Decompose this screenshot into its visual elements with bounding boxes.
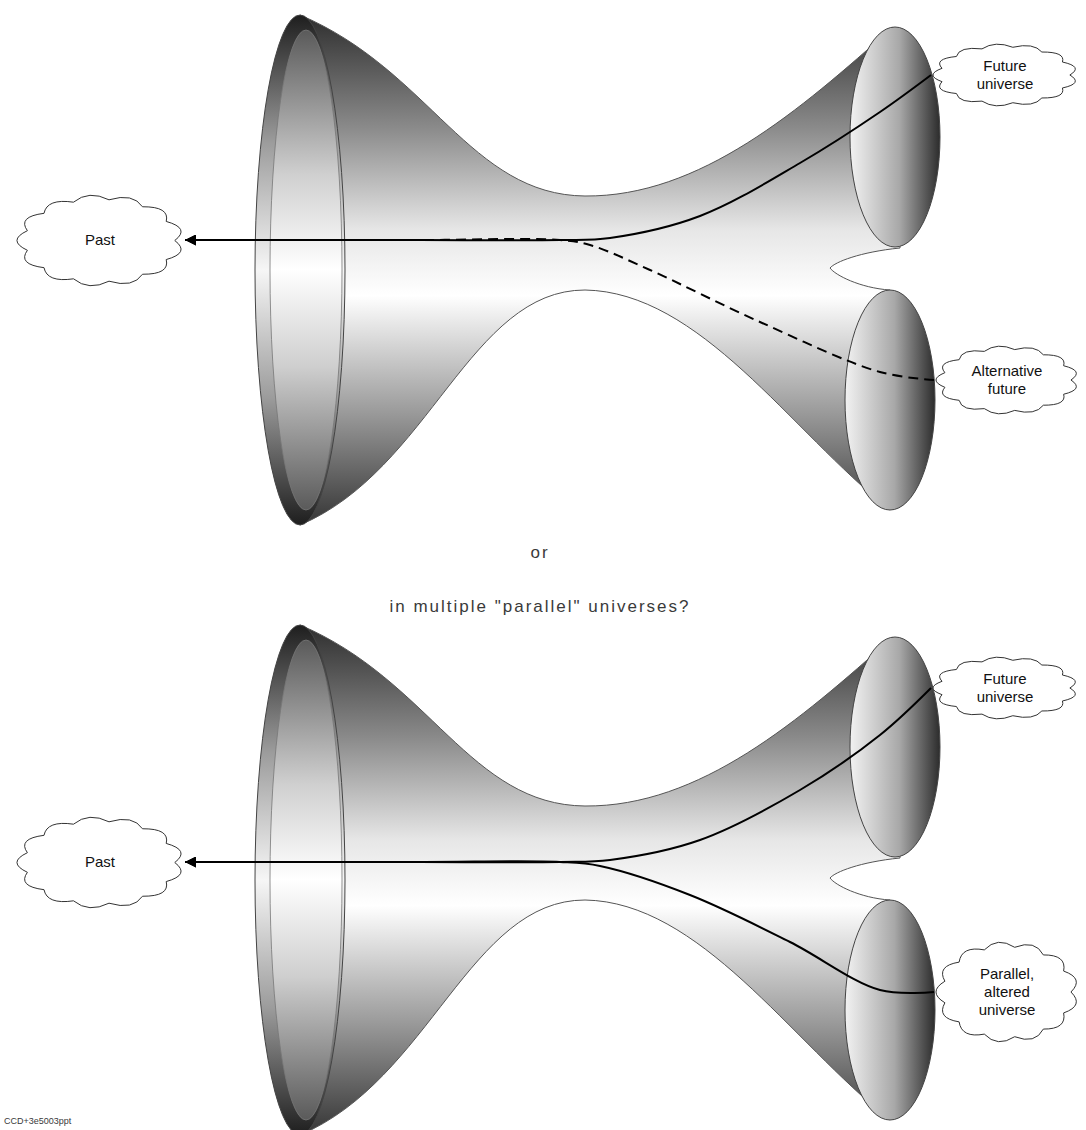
cloud-label: Parallel, altered universe — [965, 965, 1050, 1019]
file-reference: CCD+3e5003ppt — [4, 1116, 71, 1126]
cloud-texts: Parallel, altered universe — [965, 965, 1050, 1019]
cloud-texts: Future universe — [963, 57, 1048, 93]
caption-text: in multiple "parallel" universes? — [389, 597, 690, 617]
cloud-texts: Past — [85, 853, 115, 871]
cloud-texts: Past — [85, 231, 115, 249]
cloud-shape — [933, 44, 1075, 106]
timeline-arrow — [185, 861, 934, 993]
timeline-arrow — [185, 75, 931, 240]
cloud-texts: Future universe — [963, 670, 1048, 706]
cloud-shape — [933, 657, 1075, 719]
cloud-label: Future universe — [963, 57, 1048, 93]
cloud-node: Past — [15, 193, 185, 288]
wormhole-funnel — [255, 625, 940, 1130]
timeline-arrow — [185, 239, 934, 380]
cloud-label: Past — [85, 853, 115, 871]
cloud-label: Past — [85, 231, 115, 249]
cloud-shape — [17, 817, 181, 907]
caption-text: or — [530, 543, 549, 563]
cloud-node: Parallel, altered universe — [934, 940, 1080, 1044]
cloud-node: Future universe — [931, 42, 1079, 108]
wormhole-funnel — [255, 15, 940, 525]
cloud-shape — [936, 942, 1076, 1041]
cloud-shape — [936, 346, 1076, 414]
cloud-texts: Alternative future — [965, 362, 1050, 398]
cloud-shape — [17, 195, 181, 285]
cloud-label: Alternative future — [965, 362, 1050, 398]
cloud-label: Future universe — [963, 670, 1048, 706]
cloud-node: Past — [15, 815, 185, 910]
cloud-node: Alternative future — [934, 344, 1080, 416]
timeline-arrow — [185, 688, 931, 862]
cloud-node: Future universe — [931, 655, 1079, 721]
